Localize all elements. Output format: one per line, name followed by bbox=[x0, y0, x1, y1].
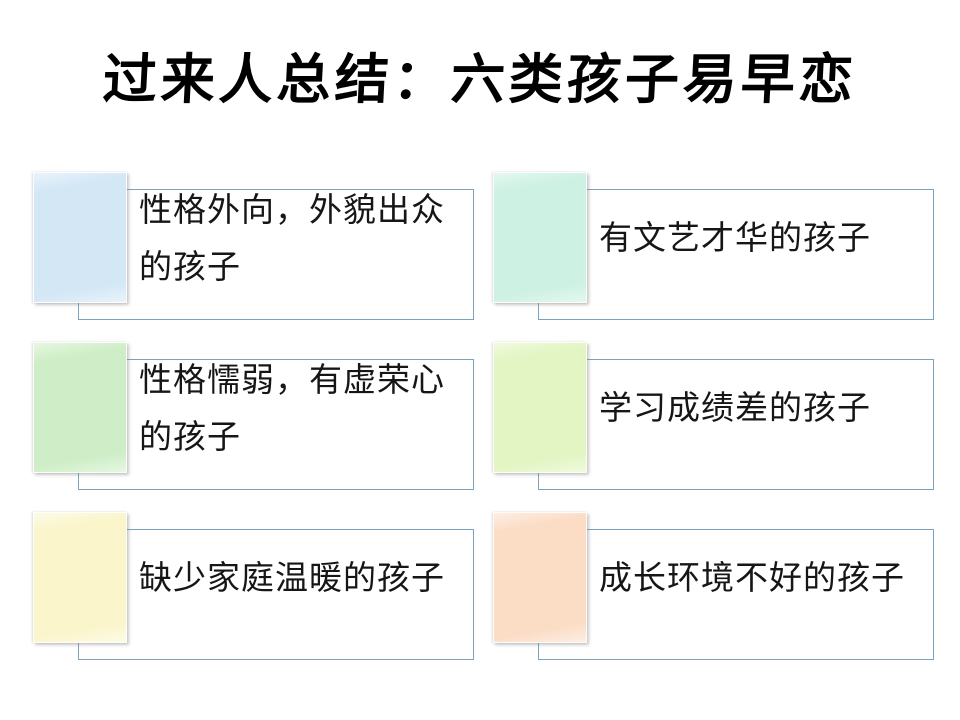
item-color-chip bbox=[33, 342, 127, 473]
item-label: 性格外向，外貌出众的孩子 bbox=[139, 189, 445, 286]
item-color-chip bbox=[33, 172, 127, 303]
list-item[interactable]: 性格外向，外貌出众的孩子 bbox=[33, 172, 474, 320]
list-item[interactable]: 成长环境不好的孩子 bbox=[493, 512, 934, 660]
list-item[interactable]: 缺少家庭温暖的孩子 bbox=[33, 512, 474, 660]
item-color-chip bbox=[493, 172, 587, 303]
item-frame bbox=[538, 359, 934, 490]
item-frame bbox=[78, 359, 474, 490]
item-frame bbox=[78, 189, 474, 320]
item-frame bbox=[78, 529, 474, 660]
item-label: 有文艺才华的孩子 bbox=[599, 218, 871, 257]
item-label: 学习成绩差的孩子 bbox=[599, 388, 871, 427]
item-color-chip bbox=[33, 512, 127, 643]
item-color-chip bbox=[493, 342, 587, 473]
list-item[interactable]: 学习成绩差的孩子 bbox=[493, 342, 934, 490]
item-color-chip bbox=[493, 512, 587, 643]
item-label: 性格懦弱，有虚荣心的孩子 bbox=[139, 359, 445, 456]
item-frame bbox=[538, 529, 934, 660]
item-label: 成长环境不好的孩子 bbox=[599, 558, 905, 597]
item-label: 缺少家庭温暖的孩子 bbox=[139, 558, 445, 597]
item-frame bbox=[538, 189, 934, 320]
list-item[interactable]: 有文艺才华的孩子 bbox=[493, 172, 934, 320]
list-item[interactable]: 性格懦弱，有虚荣心的孩子 bbox=[33, 342, 474, 490]
